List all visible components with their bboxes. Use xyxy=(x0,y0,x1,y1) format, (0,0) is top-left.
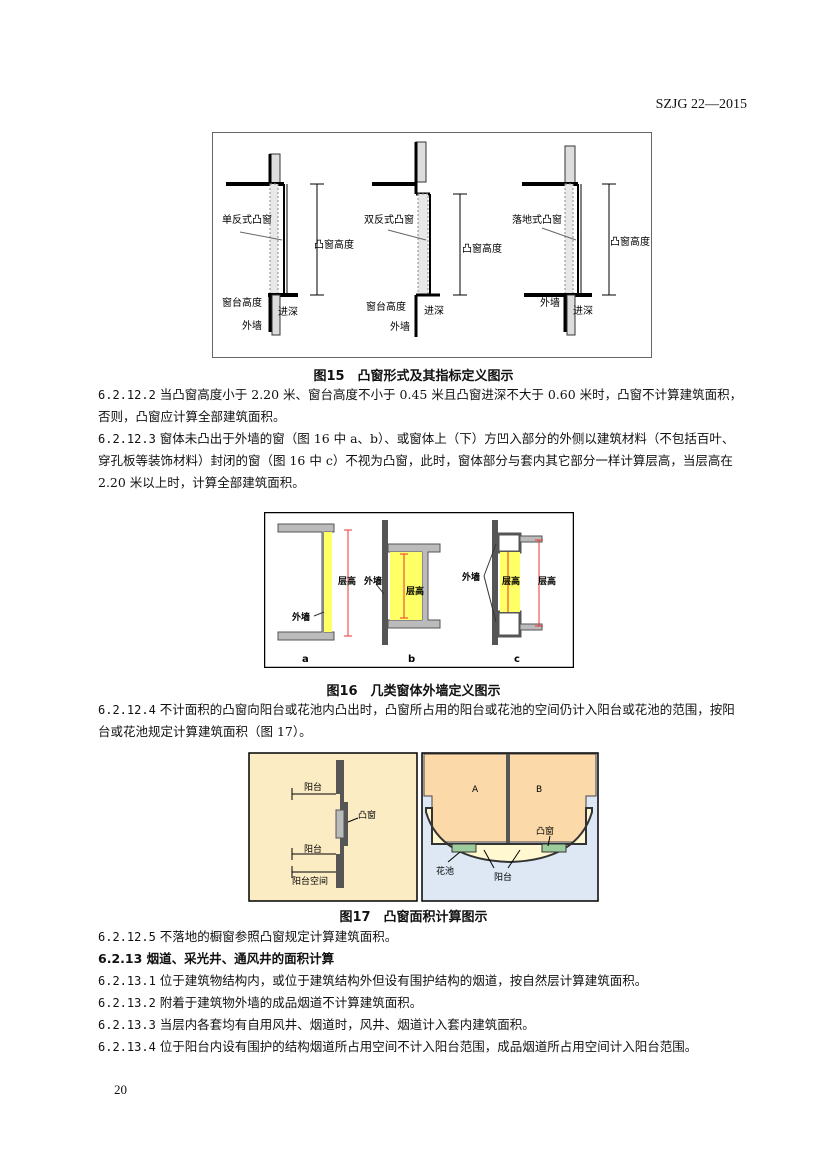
label-wall-c: 外墙 xyxy=(461,571,480,583)
label-storey-b: 层高 xyxy=(406,585,424,597)
clause-text: 不落地的橱窗参照凸窗规定计算建筑面积。 xyxy=(159,929,398,944)
label-height-2: 凸窗高度 xyxy=(462,242,502,255)
label-unit-a: A xyxy=(472,785,479,795)
clause-number: 6.2.13.3 xyxy=(98,1018,156,1032)
figure-16-caption: 图16 几类窗体外墙定义图示 xyxy=(326,684,501,699)
label-balcony-3: 阳台 xyxy=(494,871,512,883)
paragraph-6-2-13-4: 6.2.13.4 位于阳台内设有围护的结构烟道所占用空间不计入阳台范围，成品烟道… xyxy=(98,1036,743,1058)
page-number: 20 xyxy=(114,1082,127,1097)
bay-window-double-diagram: 双反式凸窗 凸窗高度 窗台高度 进深 外墙 xyxy=(364,141,502,337)
label-bay-1: 凸窗 xyxy=(358,809,376,821)
paragraph-6-2-12-3: 6.2.12.3 窗体未凸出于外墙的窗（图 16 中 a、b）、或窗体上（下）方… xyxy=(98,428,743,494)
label-bay-2: 凸窗 xyxy=(536,825,554,837)
label-storey-a: 层高 xyxy=(338,575,356,587)
figure-15-caption: 图15 凸窗形式及其指标定义图示 xyxy=(313,369,514,384)
window-type-c-diagram: 层高 层高 外墙 c xyxy=(461,520,556,665)
label-storey-c2: 层高 xyxy=(538,575,556,587)
label-b: b xyxy=(408,654,415,665)
window-type-a-diagram: 层高 外墙 a xyxy=(277,523,356,665)
label-storey-c1: 层高 xyxy=(502,575,520,587)
label-double: 双反式凸窗 xyxy=(364,213,414,226)
label-wall-1: 外墙 xyxy=(242,319,262,332)
label-sill-2: 窗台高度 xyxy=(366,300,406,313)
label-depth-2: 进深 xyxy=(424,305,444,317)
label-single: 单反式凸窗 xyxy=(222,213,272,226)
clause-text: 当凸窗高度小于 2.20 米、窗台高度不小于 0.45 米且凸窗进深不大于 0.… xyxy=(98,387,743,424)
clause-number: 6.2.13.4 xyxy=(98,1040,156,1054)
paragraph-6-2-12-2: 6.2.12.2 当凸窗高度小于 2.20 米、窗台高度不小于 0.45 米且凸… xyxy=(98,384,743,428)
figure-17: 阳台 凸窗 阳台 阳台空间 A B 凸窗 花池 阳台 xyxy=(248,752,600,902)
section-number: 6.2.13 xyxy=(98,951,143,966)
label-a: a xyxy=(302,654,309,665)
clause-number: 6.2.12.4 xyxy=(98,703,156,717)
label-balcony-space: 阳台空间 xyxy=(292,875,328,887)
label-sill-1: 窗台高度 xyxy=(222,296,262,309)
clause-text: 窗体未凸出于外墙的窗（图 16 中 a、b）、或窗体上（下）方凹入部分的外侧以建… xyxy=(98,431,735,490)
clause-number: 6.2.12.3 xyxy=(98,432,156,446)
clause-number: 6.2.12.2 xyxy=(98,388,156,402)
label-wall-a: 外墙 xyxy=(291,611,310,623)
clause-text: 附着于建筑物外墙的成品烟道不计算建筑面积。 xyxy=(159,995,423,1010)
section-title: 烟道、采光井、通风井的面积计算 xyxy=(146,951,335,966)
paragraph-6-2-12-4: 6.2.12.4 不计面积的凸窗向阳台或花池内凸出时，凸窗所占用的阳台或花池的空… xyxy=(98,699,743,743)
paragraph-6-2-13-3: 6.2.13.3 当层内各套均有自用风井、烟道时，风井、烟道计入套内建筑面积。 xyxy=(98,1014,743,1036)
label-wall-2: 外墙 xyxy=(390,320,410,333)
label-c: c xyxy=(514,654,520,665)
clause-text: 位于建筑物结构内，或位于建筑结构外但设有围护结构的烟道，按自然层计算建筑面积。 xyxy=(159,973,648,988)
label-height-3: 凸窗高度 xyxy=(610,235,650,248)
balcony-plan-right: A B 凸窗 花池 阳台 xyxy=(421,752,599,902)
paragraph-6-2-13-2: 6.2.13.2 附着于建筑物外墙的成品烟道不计算建筑面积。 xyxy=(98,992,743,1014)
paragraph-6-2-12-5: 6.2.12.5 不落地的橱窗参照凸窗规定计算建筑面积。 xyxy=(98,926,743,948)
clause-text: 位于阳台内设有围护的结构烟道所占用空间不计入阳台范围，成品烟道所占用空间计入阳台… xyxy=(159,1039,698,1054)
clause-number: 6.2.13.2 xyxy=(98,996,156,1010)
paragraph-6-2-13-1: 6.2.13.1 位于建筑物结构内，或位于建筑结构外但设有围护结构的烟道，按自然… xyxy=(98,970,743,992)
label-planter: 花池 xyxy=(436,865,454,877)
document-code: SZJG 22—2015 xyxy=(655,97,747,112)
label-depth-1: 进深 xyxy=(278,306,298,318)
figure-15: 单反式凸窗 凸窗高度 窗台高度 进深 外墙 双反式凸窗 凸窗高度 窗台高度 进深… xyxy=(212,132,652,358)
label-wall-b: 外墙 xyxy=(363,575,382,587)
label-wall-3: 外墙 xyxy=(540,296,560,309)
figure-17-caption: 图17 凸窗面积计算图示 xyxy=(339,910,488,925)
label-depth-3: 进深 xyxy=(573,305,593,317)
label-floor: 落地式凸窗 xyxy=(512,213,562,226)
clause-number: 6.2.12.5 xyxy=(98,930,156,944)
label-height-1: 凸窗高度 xyxy=(314,238,354,251)
clause-number: 6.2.13.1 xyxy=(98,974,156,988)
clause-text: 不计面积的凸窗向阳台或花池内凸出时，凸窗所占用的阳台或花池的空间仍计入阳台或花池… xyxy=(98,702,735,739)
figure-16: 层高 外墙 a 层高 外墙 b 层高 层高 外墙 c xyxy=(263,511,575,669)
label-balcony-1: 阳台 xyxy=(304,781,322,793)
bay-window-single-diagram: 单反式凸窗 凸窗高度 窗台高度 进深 外墙 xyxy=(222,153,354,336)
label-balcony-2: 阳台 xyxy=(304,843,322,855)
bay-window-floor-diagram: 落地式凸窗 凸窗高度 外墙 进深 xyxy=(512,145,650,336)
label-unit-b: B xyxy=(536,785,542,795)
section-heading-6-2-13: 6.2.13 烟道、采光井、通风井的面积计算 xyxy=(98,948,743,970)
window-type-b-diagram: 层高 外墙 b xyxy=(363,520,441,665)
balcony-plan-left: 阳台 凸窗 阳台 阳台空间 xyxy=(248,752,418,902)
clause-text: 当层内各套均有自用风井、烟道时，风井、烟道计入套内建筑面积。 xyxy=(159,1017,535,1032)
